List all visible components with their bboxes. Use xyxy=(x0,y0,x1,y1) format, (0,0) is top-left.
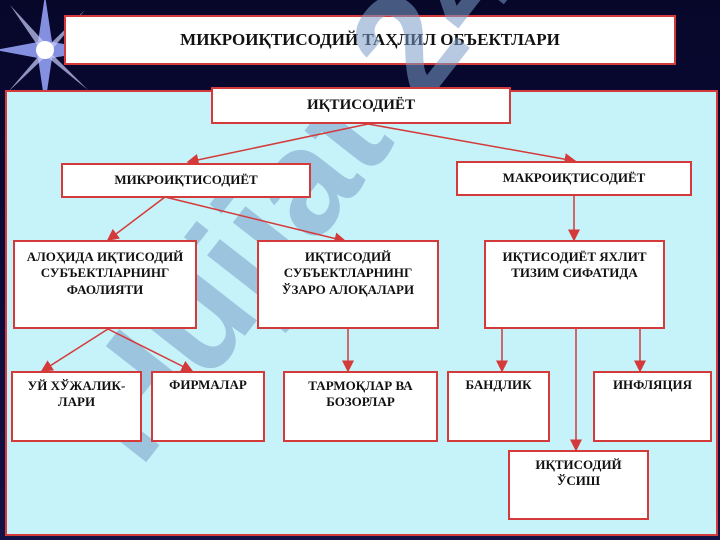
node-households: УЙ ХЎЖАЛИК-ЛАРИ xyxy=(11,371,142,442)
node-employment: БАНДЛИК xyxy=(447,371,550,442)
node-microeconomy: МИКРОИҚТИСОДИЁТ xyxy=(61,163,311,198)
node-whole-system: ИҚТИСОДИЁТ ЯХЛИТ ТИЗИМ СИФАТИДА xyxy=(484,240,665,329)
node-macroeconomy: МАКРОИҚТИСОДИЁТ xyxy=(456,161,692,196)
node-economic-growth: ИҚТИСОДИЙ ЎСИШ xyxy=(508,450,649,520)
node-inflation: ИНФЛЯЦИЯ xyxy=(593,371,712,442)
node-mutual-relations: ИҚТИСОДИЙ СУБЪЕКТЛАРНИНГ ЎЗАРО АЛОҚАЛАРИ xyxy=(257,240,439,329)
node-networks-markets: ТАРМОҚЛАР ВА БОЗОРЛАР xyxy=(283,371,438,442)
node-separate-subjects: АЛОҲИДА ИҚТИСОДИЙ СУБЪЕКТЛАРНИНГ ФАОЛИЯТ… xyxy=(13,240,197,329)
node-economy: ИҚТИСОДИЁТ xyxy=(211,87,511,124)
node-firms: ФИРМАЛАР xyxy=(151,371,265,442)
slide-title: МИКРОИҚТИСОДИЙ ТАҲЛИЛ ОБЪЕКТЛАРИ xyxy=(64,15,676,65)
